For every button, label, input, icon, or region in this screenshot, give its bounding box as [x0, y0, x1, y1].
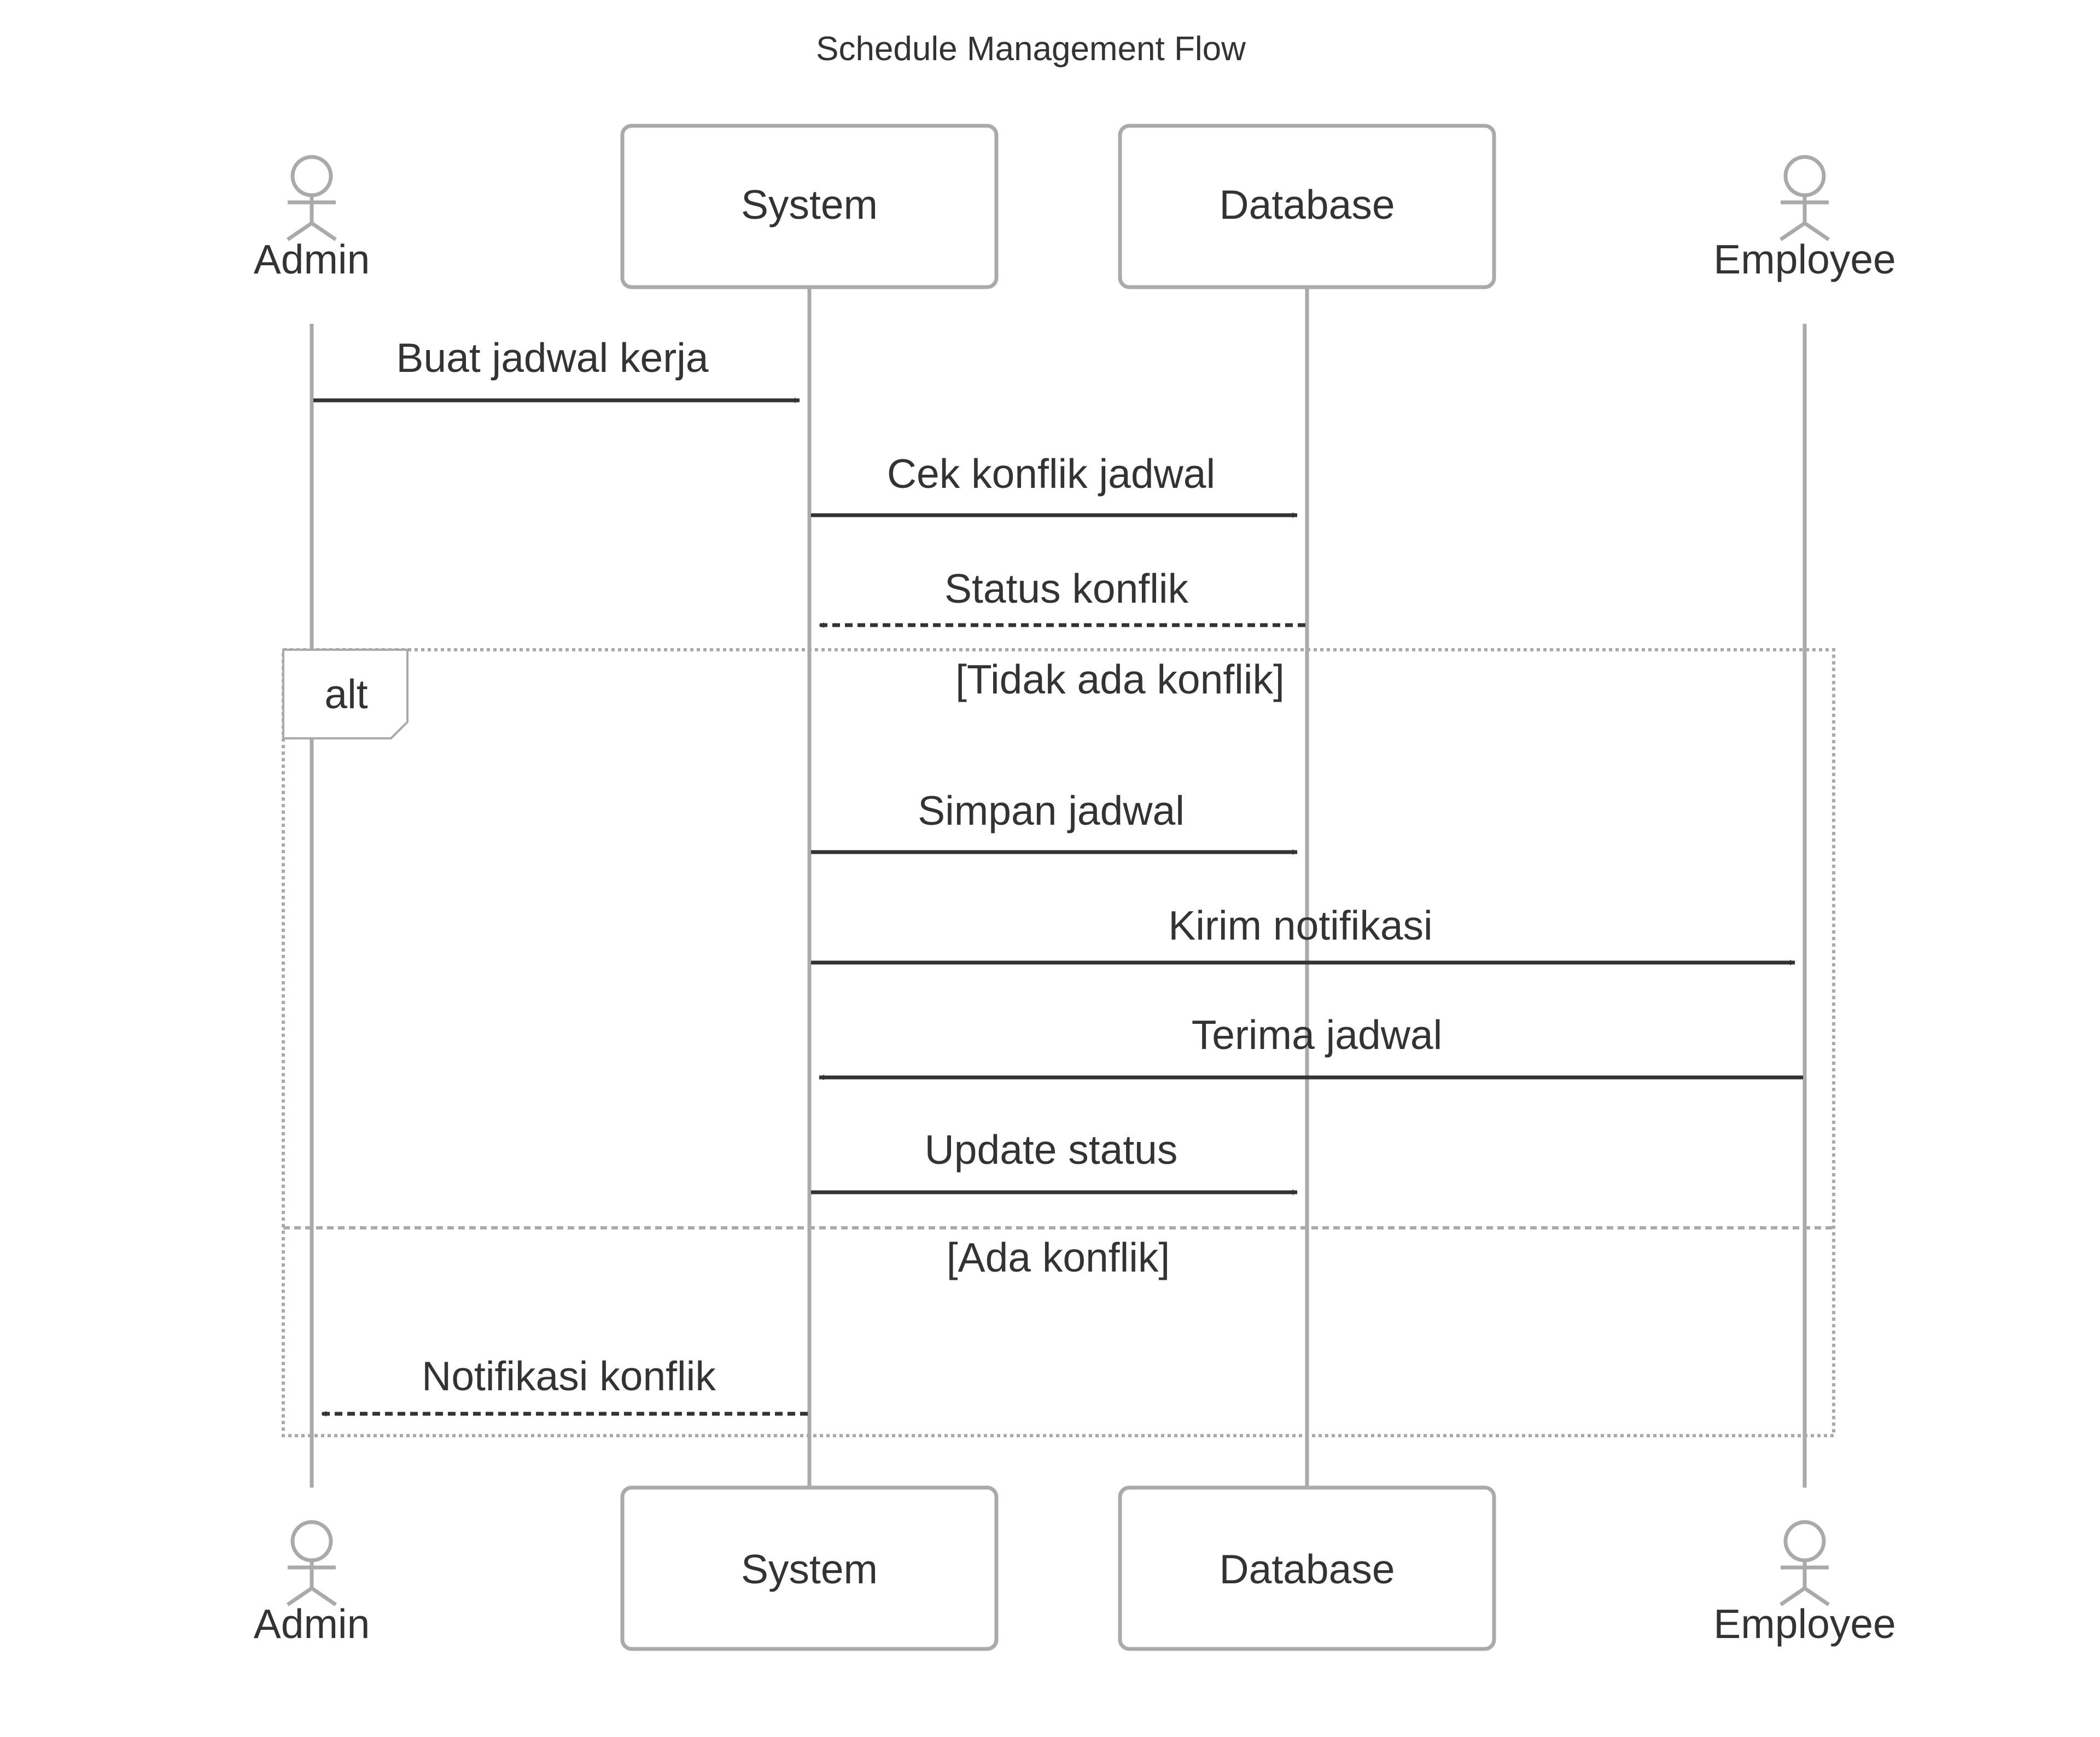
alt-operator-label: alt — [324, 671, 368, 717]
message-label: Buat jadwal kerja — [396, 335, 708, 381]
participant-label-system: System — [741, 182, 878, 228]
message-6: Terima jadwal — [819, 1012, 1803, 1080]
message-4: Simpan jadwal — [811, 788, 1298, 855]
message-1: Buat jadwal kerja — [313, 335, 800, 403]
actor-admin-top: Admin — [254, 155, 370, 282]
participant-system-bottom: System — [620, 1485, 999, 1651]
actor-icon — [1780, 155, 1830, 241]
message-5: Kirim notifikasi — [811, 902, 1795, 965]
actor-icon — [287, 1520, 337, 1606]
participant-label-employee: Employee — [1713, 236, 1896, 282]
actor-admin-bottom: Admin — [254, 1520, 370, 1647]
participant-box — [620, 124, 999, 289]
message-label: Status konflik — [944, 566, 1189, 611]
participant-system-top: System — [620, 124, 999, 289]
message-2: Cek konflik jadwal — [811, 451, 1298, 518]
actor-icon — [287, 155, 337, 241]
participant-box — [620, 1485, 999, 1651]
lifelines — [310, 287, 1807, 1488]
participant-label-employee: Employee — [1713, 1601, 1896, 1647]
diagram-title: Schedule Management Flow — [816, 30, 1246, 68]
alt-frame — [282, 648, 1835, 1437]
participant-label-admin: Admin — [254, 236, 370, 282]
participant-label-admin: Admin — [254, 1601, 370, 1647]
message-3: Status konflik — [819, 566, 1305, 628]
message-label: Notifikasi konflik — [422, 1353, 716, 1399]
messages: Buat jadwal kerja Cek konflik jadwal Sta… — [313, 335, 1803, 1417]
participant-label-database: Database — [1219, 182, 1395, 228]
message-label: Simpan jadwal — [918, 788, 1185, 833]
participants-bottom: Admin System Database Employee — [254, 1485, 1896, 1651]
participants-top: Admin System Database Employee — [254, 124, 1896, 289]
actor-employee-top: Employee — [1713, 155, 1896, 282]
participant-label-database: Database — [1219, 1546, 1395, 1592]
actor-employee-bottom: Employee — [1713, 1520, 1896, 1647]
alt-operator-tab — [282, 649, 409, 739]
participant-box — [1118, 124, 1496, 289]
message-label: Terima jadwal — [1192, 1012, 1443, 1058]
message-label: Update status — [925, 1127, 1178, 1173]
participant-box — [1118, 1485, 1496, 1651]
alt-guard-no-conflict: [Tidak ada konflik] — [955, 656, 1285, 702]
alt-guard-conflict: [Ada konflik] — [947, 1234, 1170, 1280]
actor-icon — [1780, 1520, 1830, 1606]
message-label: Kirim notifikasi — [1168, 902, 1432, 948]
message-label: Cek konflik jadwal — [887, 451, 1215, 497]
participant-database-bottom: Database — [1118, 1485, 1496, 1651]
participant-database-top: Database — [1118, 124, 1496, 289]
alt-fragment: alt [Tidak ada konflik] [Ada konflik] — [282, 648, 1835, 1437]
participant-label-system: System — [741, 1546, 878, 1592]
message-7: Update status — [811, 1127, 1298, 1195]
message-8: Notifikasi konflik — [321, 1353, 808, 1417]
